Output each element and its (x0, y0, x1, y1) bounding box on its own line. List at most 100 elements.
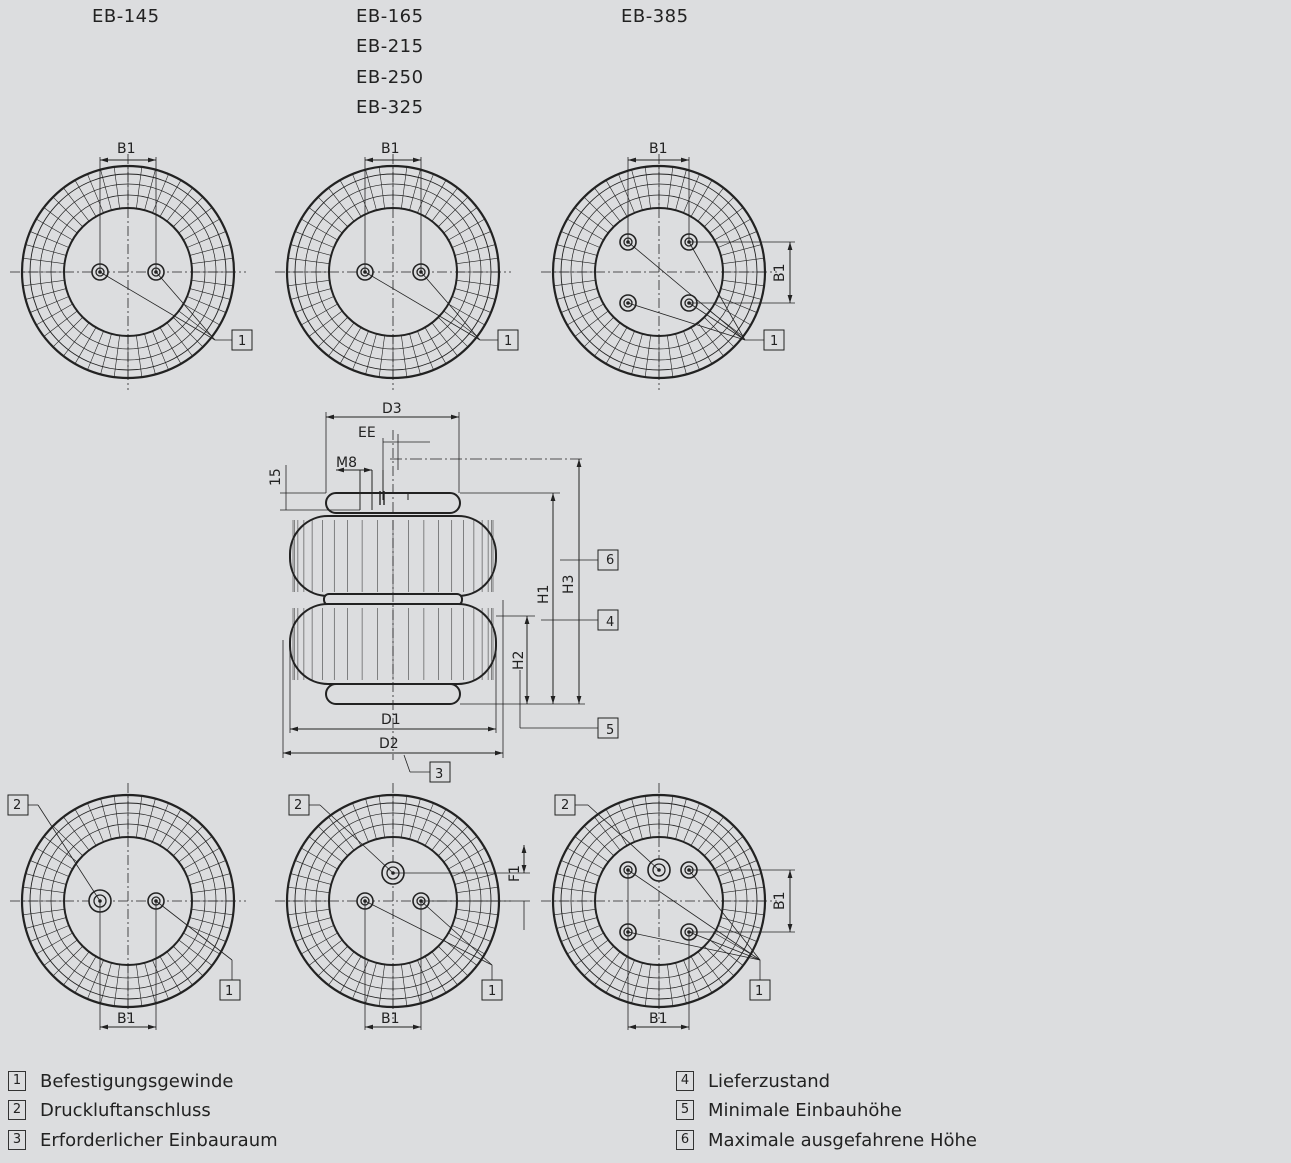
callout-1-number: 1 (504, 334, 512, 349)
bottom-view-eb385-rib-line (683, 960, 700, 1000)
callout-5-box (597, 717, 619, 739)
dim-b1-label: B1 (772, 891, 788, 910)
top-view-eb145-rib-line (36, 218, 73, 241)
bottom-view-eb145-rib-line (63, 816, 90, 851)
bottom-view-eb165-rib-line (317, 946, 348, 977)
bottom-view-eb385-rib-line (560, 925, 600, 942)
bottom-view-eb145-rib-line (25, 917, 67, 929)
bottom-view-eb145-rib-line (87, 802, 104, 842)
legend-text: Befestigungsgewinde (40, 1070, 234, 1092)
leader-line (99, 271, 216, 341)
bottom-view-eb385-rib-line (556, 873, 598, 885)
bottom-view-eb385-rib-line (556, 917, 598, 929)
top-view-eb385-rib-line (709, 207, 744, 234)
top-view-eb165-rib-line (438, 317, 469, 348)
leader-line (319, 804, 394, 874)
bottom-view-eb385-rib-line (722, 886, 765, 893)
bottom-view-eb145-rib-line (52, 825, 83, 856)
top-view-eb145-rib-line (52, 317, 83, 348)
top-view-eb165-rib-line (454, 244, 496, 256)
top-view-eb145-rib-line (159, 180, 182, 217)
bottom-view-eb165-rib-line (352, 960, 369, 1000)
top-view-eb165-rib-line (431, 187, 458, 222)
top-view-eb165-rib-line (443, 207, 478, 234)
top-view-eb385-rib-line (567, 303, 604, 326)
callout-2-number: 2 (561, 798, 569, 813)
bottom-view-eb145-rib-line (74, 956, 97, 993)
leader-line (688, 302, 746, 341)
bottom-view-eb165-rib-line (431, 816, 458, 851)
bottom-view-eb165-rib-line (352, 802, 369, 842)
top-view-eb145-rib-line (191, 280, 234, 287)
top-view-eb145-rib-line (100, 333, 112, 375)
top-view-eb165-rib-line (454, 288, 496, 300)
callout-1-number: 1 (755, 984, 763, 999)
bottom-view-eb145-rib-line (189, 873, 231, 885)
top-view-eb145-rib-line (113, 335, 120, 378)
leader-line (364, 271, 481, 341)
top-view-eb145-rib-line (74, 180, 97, 217)
dim-h3-label: H3 (561, 575, 577, 594)
thread-hole-inner (623, 298, 633, 308)
top-view-eb385-rib-line (667, 166, 674, 209)
top-view-eb165-rib-line (456, 280, 499, 287)
bottom-view-eb145-rib-line (36, 847, 73, 870)
callout-2-number: 2 (294, 798, 302, 813)
legend-item: 5 Minimale Einbauhöhe (676, 1099, 902, 1121)
top-view-eb385-rib-line (631, 333, 643, 375)
bottom-view-eb145-rib-line (159, 809, 182, 846)
bottom-view-eb385-rib-line (618, 960, 635, 1000)
model-label-eb215: EB-215 (356, 36, 424, 57)
bottom-view-eb385-rib-line (631, 962, 643, 1004)
bottom-view-eb385-rib-line (667, 964, 674, 1007)
top-view-eb145-rib-line (178, 207, 213, 234)
top-view-eb165-rib-line (378, 166, 385, 209)
top-view-eb165-rib-line (424, 327, 447, 364)
bottom-view-eb165-rib-line (438, 825, 469, 856)
bottom-view-eb385-rib-line (567, 932, 604, 955)
bottom-view-eb165-rib-line (287, 886, 330, 893)
callout-1-number: 1 (225, 984, 233, 999)
top-view-eb385-rib-line (574, 310, 609, 337)
leader-line (627, 869, 761, 961)
top-view-eb165-rib-line (287, 257, 330, 264)
callout-4-box (597, 609, 619, 631)
dim-h1-label: H1 (536, 585, 552, 604)
top-view-eb165-rib-line (409, 333, 421, 375)
bottom-view-eb385-rib-line (718, 925, 758, 942)
leader-line (688, 869, 761, 961)
callout-1-box (231, 329, 253, 351)
thread-hole-inner (652, 863, 666, 877)
bottom-view-eb145-rib-line (183, 932, 220, 955)
top-view-eb165-rib-line (352, 173, 369, 213)
bottom-view-eb385-rib-line (722, 909, 765, 916)
bottom-view-eb165-rib-line (365, 962, 377, 1004)
top-view-eb145-rib-line (63, 322, 90, 357)
bottom-view-eb145-rib-line (25, 873, 67, 885)
bottom-view-eb145-rib-line (136, 795, 143, 838)
leader-line (420, 271, 481, 341)
top-view-eb165-rib-line (417, 331, 434, 371)
bottom-view-eb145-rib-line (144, 962, 156, 1004)
dim-ee-label: EE (358, 425, 376, 441)
legend-number-box: 4 (676, 1071, 694, 1091)
top-view-eb145-rib-line (136, 166, 143, 209)
top-view-eb165-rib-line (417, 173, 434, 213)
dim-b1-label: B1 (117, 141, 136, 157)
leader-line (37, 804, 101, 902)
bottom-view-eb385-rib-line (605, 809, 628, 846)
legend-text: Lieferzustand (708, 1070, 831, 1092)
leader-line (420, 900, 493, 966)
top-view-eb165-rib-line (317, 196, 348, 227)
top-view-eb145-rib-line (173, 317, 204, 348)
top-view-eb385-rib-line (667, 335, 674, 378)
bottom-view-eb145-rib-line (29, 925, 69, 942)
bottom-view-eb165-rib-line (443, 939, 478, 966)
top-view-eb165-rib-line (287, 280, 330, 287)
legend-text: Erforderlicher Einbauraum (40, 1129, 278, 1151)
top-view-eb165-rib-line (365, 169, 377, 211)
top-view-eb385-rib-line (690, 180, 713, 217)
top-view-eb385-rib-line (574, 207, 609, 234)
bottom-view-eb165-rib-line (308, 836, 343, 863)
legend-text: Maximale ausgefahrene Höhe (708, 1129, 977, 1151)
